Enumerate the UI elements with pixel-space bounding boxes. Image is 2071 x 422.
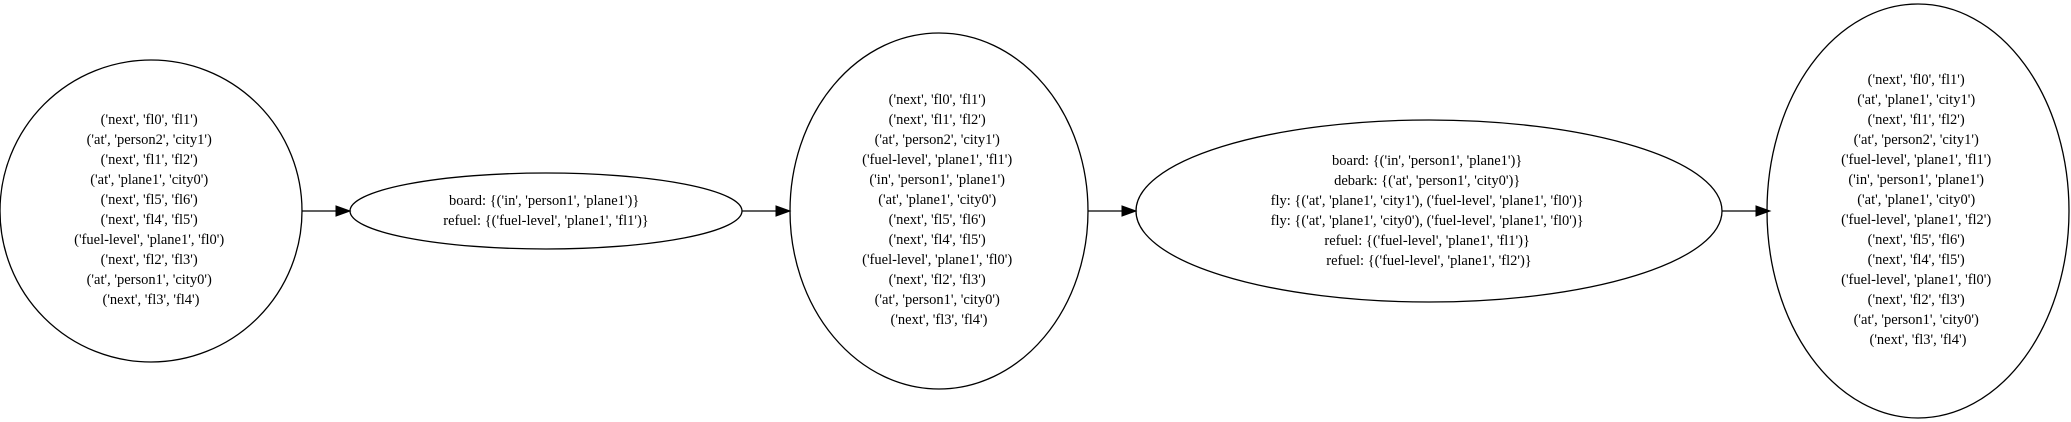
state-fact: ('in', 'person1', 'plane1') <box>1848 172 1984 188</box>
state-fact: ('next', 'fl3', 'fl4') <box>102 292 199 308</box>
action-line: refuel: {('fuel-level', 'plane1', 'fl2')… <box>1326 253 1532 269</box>
state-fact: ('at', 'plane1', 'city0') <box>878 192 996 208</box>
state-node-2-shape <box>1766 3 2070 419</box>
state-fact: ('next', 'fl0', 'fl1') <box>889 92 986 108</box>
state-fact: ('fuel-level', 'plane1', 'fl0') <box>1841 272 1991 288</box>
state-fact: ('next', 'fl4', 'fl5') <box>889 232 986 248</box>
state-fact: ('next', 'fl3', 'fl4') <box>890 312 987 328</box>
state-node-2: ('next', 'fl0', 'fl1') ('at', 'plane1', … <box>1766 3 2070 419</box>
edge-a0-s1 <box>742 205 792 217</box>
state-fact: ('next', 'fl5', 'fl6') <box>889 212 986 228</box>
state-fact: ('next', 'fl0', 'fl1') <box>1868 72 1965 88</box>
action-node-0-text: board: {('in', 'person1', 'plane1')} ref… <box>443 193 649 229</box>
state-fact: ('at', 'plane1', 'city0') <box>90 172 208 188</box>
state-fact: ('fuel-level', 'plane1', 'fl0') <box>74 232 224 248</box>
state-fact: ('in', 'person1', 'plane1') <box>869 172 1005 188</box>
action-line: refuel: {('fuel-level', 'plane1', 'fl1')… <box>443 213 649 229</box>
state-fact: ('next', 'fl2', 'fl3') <box>1868 292 1965 308</box>
edge-a1-s2 <box>1722 205 1772 217</box>
state-fact: ('at', 'person2', 'city1') <box>87 132 212 148</box>
state-fact: ('fuel-level', 'plane1', 'fl1') <box>862 152 1012 168</box>
action-line: debark: {('at', 'person1', 'city0')} <box>1334 173 1520 189</box>
state-fact: ('next', 'fl2', 'fl3') <box>101 252 198 268</box>
action-node-0: board: {('in', 'person1', 'plane1')} ref… <box>349 172 743 250</box>
state-node-1: ('next', 'fl0', 'fl1') ('next', 'fl1', '… <box>789 32 1089 390</box>
state-node-1-text: ('next', 'fl0', 'fl1') ('next', 'fl1', '… <box>862 92 1016 328</box>
state-fact: ('at', 'plane1', 'city0') <box>1857 192 1975 208</box>
state-fact: ('at', 'person1', 'city0') <box>875 292 1000 308</box>
state-node-2-text: ('next', 'fl0', 'fl1') ('at', 'plane1', … <box>1841 72 1995 348</box>
state-node-0-shape <box>0 59 303 363</box>
action-line: fly: {('at', 'plane1', 'city1'), ('fuel-… <box>1271 193 1584 209</box>
state-fact: ('next', 'fl4', 'fl5') <box>1868 252 1965 268</box>
state-fact: ('next', 'fl1', 'fl2') <box>1868 112 1965 128</box>
state-fact: ('fuel-level', 'plane1', 'fl2') <box>1841 212 1991 228</box>
state-fact: ('next', 'fl2', 'fl3') <box>889 272 986 288</box>
edge-s0-a0 <box>302 205 352 217</box>
action-line: refuel: {('fuel-level', 'plane1', 'fl1')… <box>1324 233 1530 249</box>
state-fact: ('next', 'fl1', 'fl2') <box>889 112 986 128</box>
state-node-0-text: ('next', 'fl0', 'fl1') ('at', 'person2',… <box>74 112 228 308</box>
state-fact: ('at', 'person2', 'city1') <box>1854 132 1979 148</box>
state-fact: ('next', 'fl0', 'fl1') <box>101 112 198 128</box>
action-line: fly: {('at', 'plane1', 'city0'), ('fuel-… <box>1271 213 1584 229</box>
state-fact: ('next', 'fl5', 'fl6') <box>101 192 198 208</box>
action-node-1-text: board: {('in', 'person1', 'plane1')} deb… <box>1271 153 1588 269</box>
state-fact: ('next', 'fl1', 'fl2') <box>101 152 198 168</box>
edge-s1-a1 <box>1088 205 1138 217</box>
state-node-1-shape <box>789 32 1089 390</box>
state-fact: ('at', 'person1', 'city0') <box>1854 312 1979 328</box>
state-fact: ('next', 'fl5', 'fl6') <box>1868 232 1965 248</box>
action-node-1: board: {('in', 'person1', 'plane1')} deb… <box>1135 119 1723 303</box>
state-fact: ('next', 'fl4', 'fl5') <box>101 212 198 228</box>
edges <box>302 205 1772 217</box>
action-line: board: {('in', 'person1', 'plane1')} <box>1332 153 1522 169</box>
state-fact: ('fuel-level', 'plane1', 'fl1') <box>1841 152 1991 168</box>
state-fact: ('at', 'person1', 'city0') <box>87 272 212 288</box>
state-fact: ('at', 'person2', 'city1') <box>875 132 1000 148</box>
action-node-1-shape <box>1135 119 1723 303</box>
state-fact: ('fuel-level', 'plane1', 'fl0') <box>862 252 1012 268</box>
action-node-0-shape <box>349 172 743 250</box>
state-fact: ('at', 'plane1', 'city1') <box>1857 92 1975 108</box>
action-line: board: {('in', 'person1', 'plane1')} <box>449 193 639 209</box>
state-node-0: ('next', 'fl0', 'fl1') ('at', 'person2',… <box>0 59 303 363</box>
state-fact: ('next', 'fl3', 'fl4') <box>1869 332 1966 348</box>
